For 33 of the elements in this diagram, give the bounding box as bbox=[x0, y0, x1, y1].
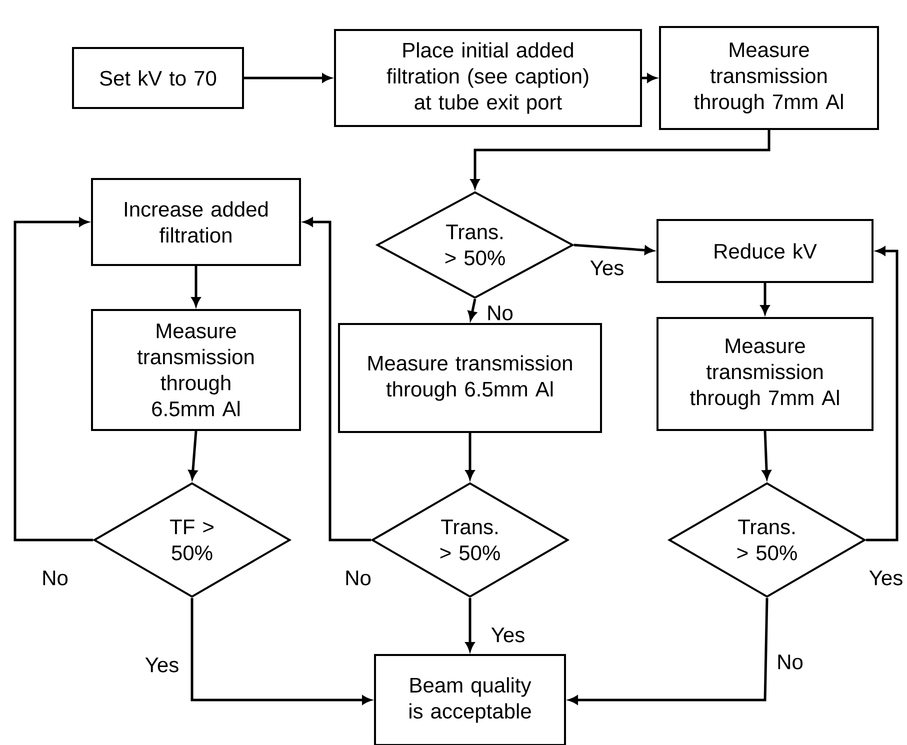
arrow bbox=[468, 298, 476, 320]
edge-label: Yes bbox=[490, 626, 526, 644]
arrow bbox=[14, 218, 93, 542]
arrow bbox=[760, 283, 770, 314]
process-box: Measure transmission through 6.5mm Al bbox=[91, 309, 301, 431]
edge-label: No bbox=[40, 570, 70, 586]
arrow bbox=[192, 266, 200, 306]
arrow bbox=[866, 246, 898, 542]
arrow bbox=[574, 244, 654, 255]
arrow bbox=[642, 74, 656, 82]
arrow bbox=[466, 598, 474, 652]
edge-label: No bbox=[776, 654, 804, 670]
arrow bbox=[470, 130, 770, 188]
process-box: Beam quality is acceptable bbox=[374, 654, 566, 745]
process-box: Measure transmission through 7mm Al bbox=[659, 26, 879, 130]
arrow bbox=[244, 74, 332, 82]
process-box: Measure transmission through 7mm Al bbox=[656, 317, 874, 431]
arrow bbox=[466, 433, 474, 480]
arrow bbox=[190, 598, 372, 704]
process-box: Measure transmission through 6.5mm Al bbox=[338, 323, 602, 433]
edge-label: No bbox=[344, 570, 372, 586]
arrow bbox=[568, 598, 768, 704]
process-box: Place initial added filtration (see caption) at tube exit port bbox=[334, 29, 642, 127]
arrow bbox=[188, 430, 198, 480]
edge-label: Yes bbox=[588, 260, 626, 276]
arrow bbox=[762, 430, 771, 480]
edge-label: No bbox=[486, 304, 514, 322]
process-box: Reduce kV bbox=[656, 219, 874, 283]
edge-label: Yes bbox=[144, 656, 180, 674]
process-box: Increase added filtration bbox=[91, 178, 301, 266]
edge-label: Yes bbox=[868, 570, 904, 586]
process-box: Set kV to 70 bbox=[72, 47, 244, 109]
arrow bbox=[304, 218, 371, 542]
